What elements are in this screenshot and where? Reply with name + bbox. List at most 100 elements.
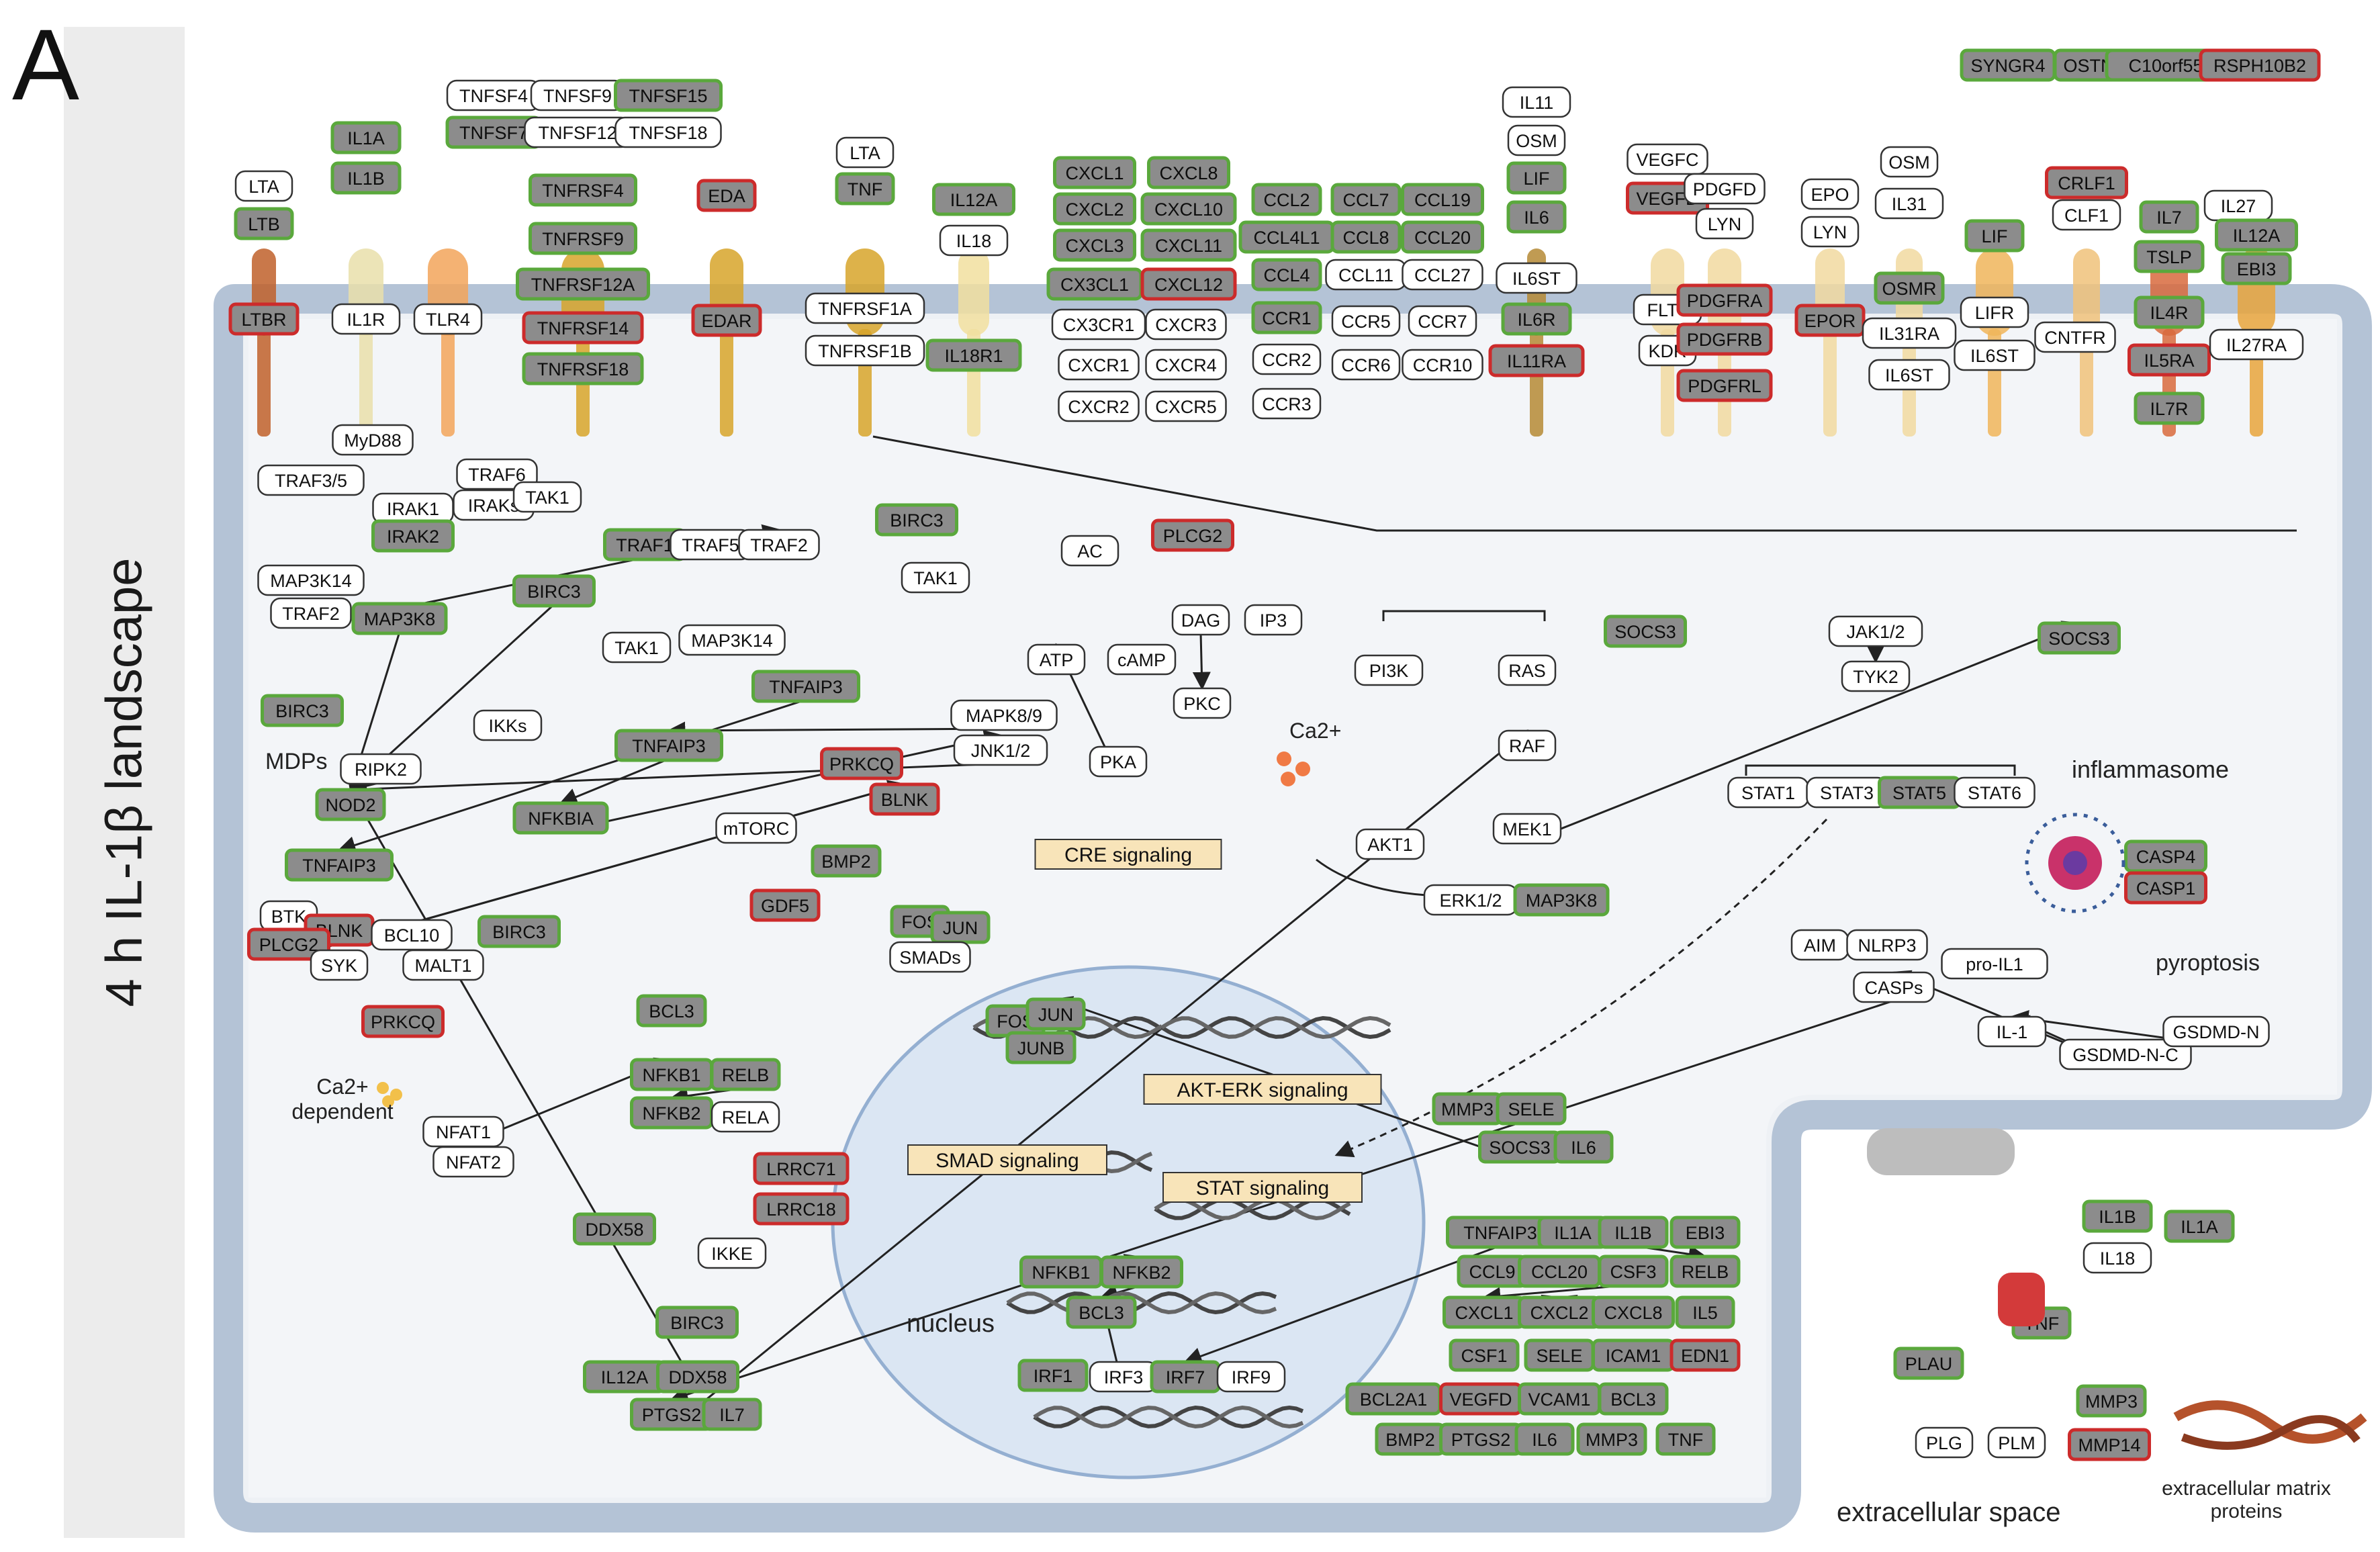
gene-label: ATP: [1040, 650, 1074, 670]
gene-label: SYK: [321, 956, 357, 976]
gene-node-ltbr: LTBR: [228, 302, 300, 336]
gene-label: IKKE: [711, 1244, 753, 1264]
gene-node-blnk: BLNK: [869, 782, 940, 816]
gene-node-pdgfd: PDGFD: [1684, 173, 1766, 205]
gene-node-pdgfrl: PDGFRL: [1676, 369, 1773, 402]
gene-label: MEK1: [1502, 819, 1552, 839]
calcium-ion-icon: [390, 1089, 402, 1101]
gene-label: PDGFD: [1693, 179, 1757, 199]
gene-label: CCL7: [1342, 190, 1389, 210]
gene-node-jun: JUN: [1025, 997, 1086, 1031]
gene-node-il18: IL18: [2082, 1242, 2152, 1274]
gene-label: STAT3: [1820, 783, 1874, 803]
gene-label: CCR3: [1262, 394, 1312, 414]
gene-label: IL18R1: [944, 346, 1003, 366]
pyroptosis-label: pyroptosis: [2156, 950, 2260, 976]
gene-label: EPO: [1811, 185, 1849, 205]
gene-label: EBI3: [1686, 1223, 1725, 1243]
gene-label: PLG: [1926, 1433, 1962, 1453]
gene-node-ccl20: CCL20: [1518, 1254, 1601, 1288]
gene-label: RELB: [722, 1065, 770, 1085]
gene-node-icam1: ICAM1: [1592, 1338, 1675, 1372]
gene-label: DAG: [1181, 610, 1221, 631]
gene-label: TNFSF18: [629, 123, 707, 143]
gene-label: CX3CL1: [1060, 275, 1129, 295]
gene-node-cxcr5: CXCR5: [1145, 390, 1227, 422]
gene-label: IL1B: [1614, 1223, 1652, 1243]
gene-label: MMP3: [2085, 1391, 2138, 1412]
gene-label: JUN: [943, 918, 978, 938]
gene-label: BMP2: [821, 852, 871, 872]
gene-node-stat5: STAT5: [1878, 776, 1961, 809]
decorations: [377, 751, 2367, 1450]
gene-label: AC: [1077, 541, 1103, 561]
gene-label: TNFAIP3: [632, 736, 706, 756]
gene-node-ltb: LTB: [234, 207, 294, 240]
gene-label: LIF: [1523, 169, 1549, 189]
gene-node-socs3: SOCS3: [1478, 1130, 1561, 1164]
gene-label: SOCS3: [1614, 622, 1676, 642]
gene-node-tnfrsf12a: TNFRSF12A: [516, 267, 650, 301]
gene-label: IL6: [1524, 208, 1549, 228]
gene-node-il5ra: IL5RA: [2127, 343, 2211, 377]
gene-label: TNFSF4: [459, 86, 528, 106]
gene-node-socs3: SOCS3: [1604, 614, 1687, 648]
gene-label: GSDMD-N: [2173, 1022, 2260, 1042]
gene-label: RELA: [722, 1107, 770, 1128]
gene-node-ip3: IP3: [1244, 604, 1303, 636]
gene-node-traf3-5: TRAF3/5: [257, 464, 365, 496]
gene-label: TAK1: [525, 488, 569, 508]
gene-node-gsdmd-n: GSDMD-N: [2162, 1015, 2270, 1048]
gene-node-nfkb1: NFKB1: [1019, 1255, 1103, 1289]
gene-label: PKC: [1183, 694, 1221, 714]
gene-label: CLF1: [2064, 206, 2109, 226]
gene-node-nfkb2: NFKB2: [1100, 1255, 1183, 1289]
gene-label: TRAF3/5: [275, 471, 347, 491]
gene-node-il31ra: IL31RA: [1862, 317, 1957, 349]
gene-label: IL1B: [2099, 1207, 2136, 1227]
gene-node-csf1: CSF1: [1449, 1338, 1520, 1372]
gene-node-cxcl2: CXCL2: [1053, 192, 1136, 226]
gene-node-lrrc71: LRRC71: [753, 1152, 850, 1185]
gene-label: CCL27: [1414, 265, 1471, 285]
gene-node-cxcr3: CXCR3: [1145, 308, 1227, 340]
gene-node-ccr6: CCR6: [1331, 349, 1401, 381]
gene-label: MyD88: [344, 430, 402, 451]
gene-label: CCL8: [1342, 228, 1389, 248]
gene-label: PRKCQ: [371, 1012, 435, 1032]
gene-label: TNFSF7: [459, 123, 528, 143]
gene-label: VEGFD: [1449, 1389, 1512, 1410]
gene-label: LRRC18: [766, 1199, 836, 1220]
tnf-trimer-icon: [1998, 1273, 2045, 1326]
gene-node-raf: RAF: [1498, 729, 1557, 762]
gene-node-pdgfra: PDGFRA: [1676, 283, 1773, 317]
gene-label: CXCL3: [1065, 236, 1124, 256]
gene-label: LTB: [248, 214, 280, 234]
gene-label: IL1B: [347, 169, 385, 189]
gene-label: IKKs: [488, 716, 527, 736]
gene-label: BCL3: [649, 1001, 694, 1021]
gene-label: CXCL12: [1154, 275, 1223, 295]
gene-label: CXCR1: [1068, 355, 1130, 375]
gene-label: EDN1: [1681, 1346, 1729, 1366]
gene-node-il1b: IL1B: [2082, 1199, 2153, 1233]
gene-node-mek1: MEK1: [1492, 813, 1562, 845]
gene-node-cxcl2: CXCL2: [1518, 1295, 1601, 1329]
gene-node-il11: IL11: [1502, 86, 1571, 118]
gene-node-tnfsf9: TNFSF9: [530, 79, 625, 111]
gene-label: NFKB1: [1032, 1263, 1090, 1283]
gene-node-il7r: IL7R: [2134, 392, 2205, 425]
gene-label: DDX58: [585, 1220, 643, 1240]
gene-node-tnfrsf9: TNFRSF9: [529, 222, 637, 255]
gene-label: CXCL1: [1455, 1303, 1513, 1323]
gene-node-gsdmd-n-c: GSDMD-N-C: [2059, 1038, 2192, 1070]
gene-label: CXCR3: [1155, 315, 1217, 335]
gene-node-cxcl8: CXCL8: [1592, 1295, 1675, 1329]
gene-node-ccl8: CCL8: [1330, 220, 1402, 254]
gene-node-gdf5: GDF5: [749, 888, 821, 922]
gene-label: TRAF5: [682, 535, 739, 555]
gene-node-akt1: AKT1: [1355, 828, 1425, 860]
gene-node-bcl2a1: BCL2A1: [1345, 1382, 1442, 1416]
gene-node-pi3k: PI3K: [1354, 654, 1424, 686]
gene-node-ripk2: RIPK2: [340, 753, 422, 785]
